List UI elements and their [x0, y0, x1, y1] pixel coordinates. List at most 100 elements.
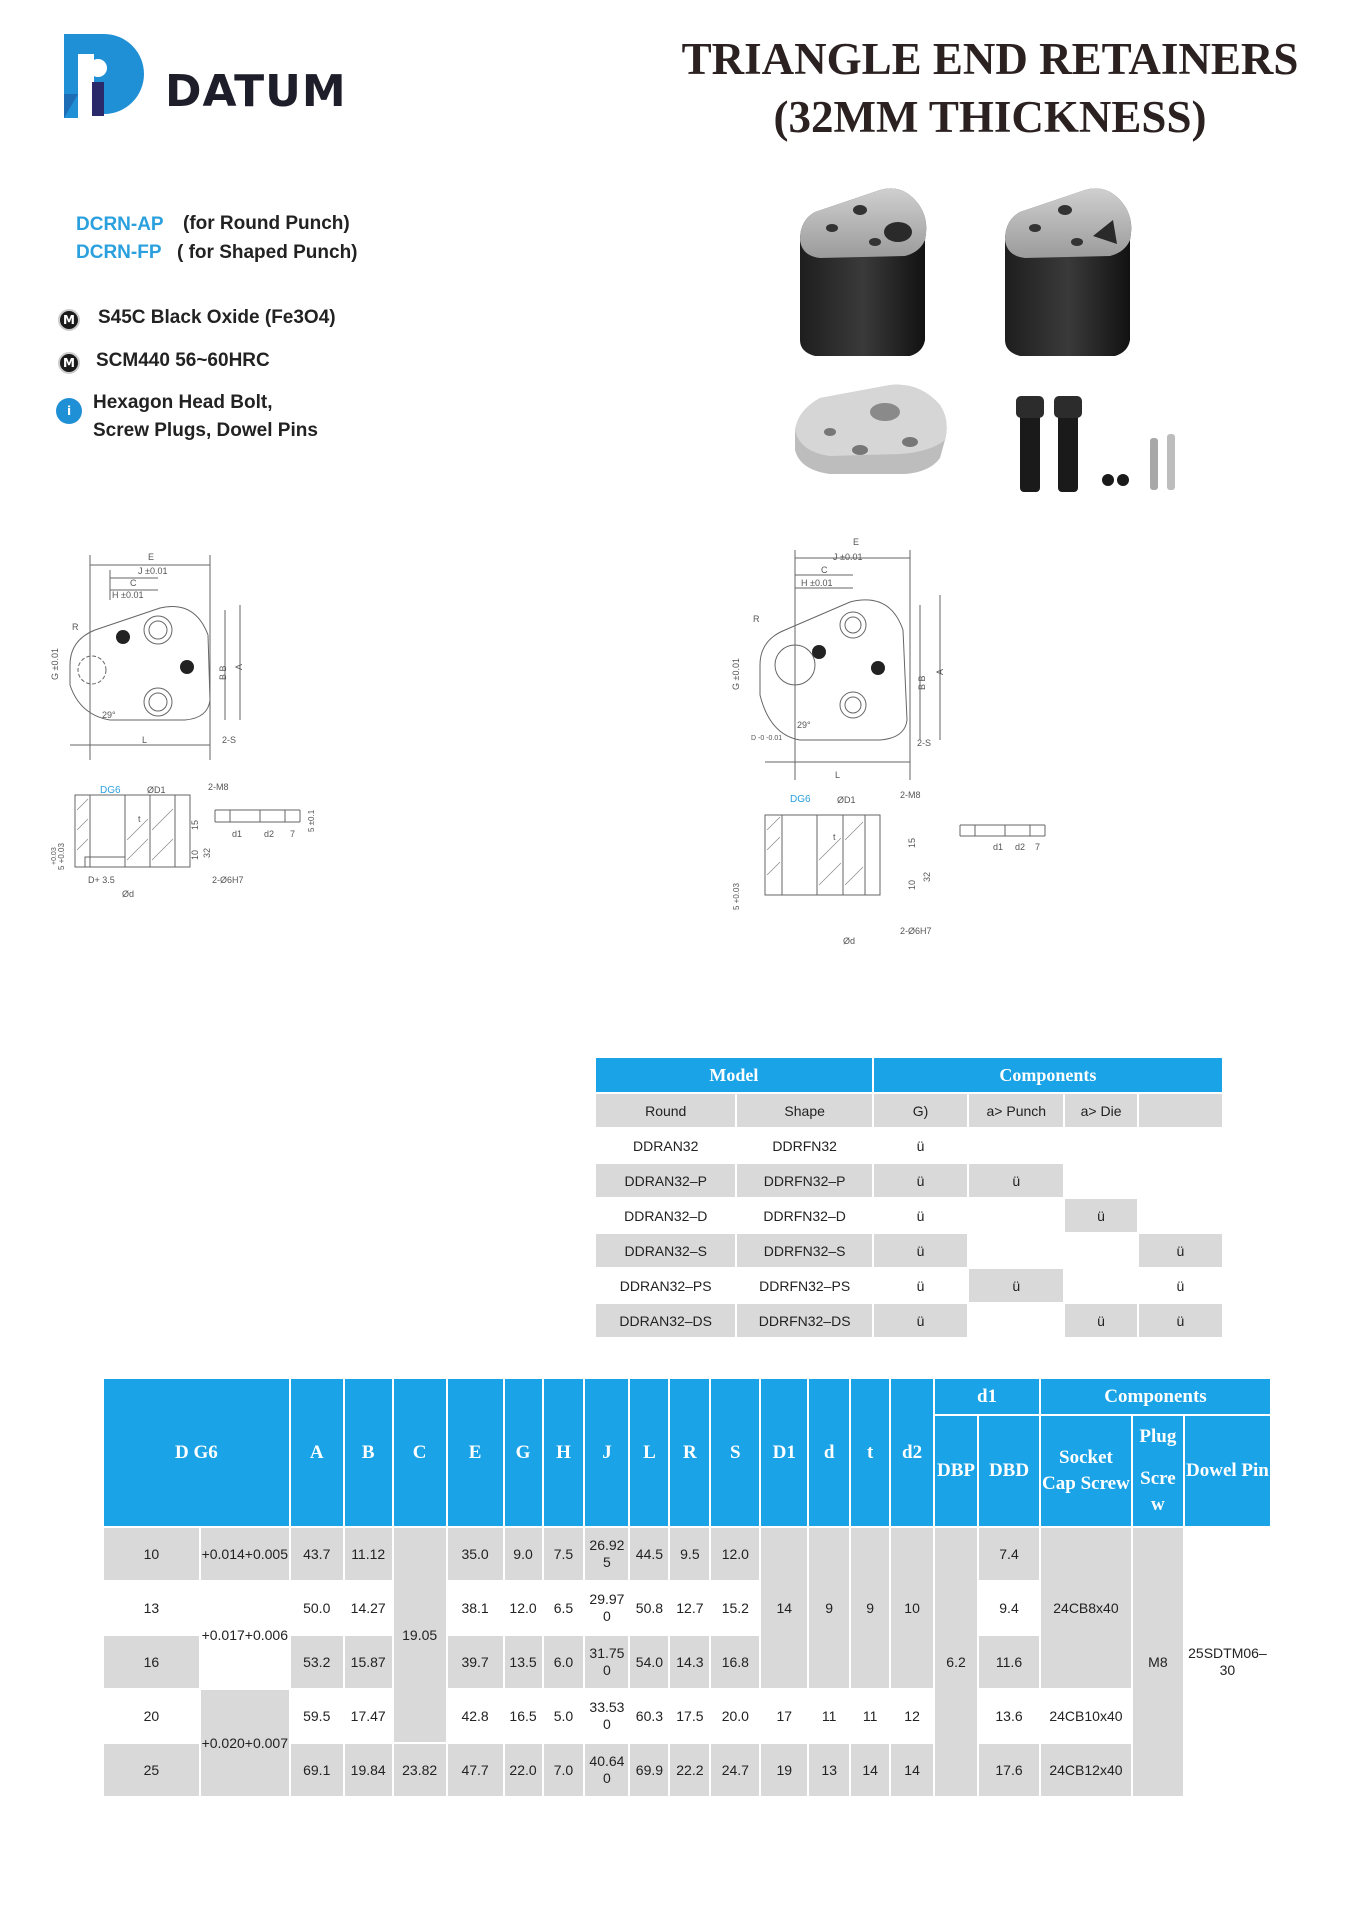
cell-J-2: 0: [603, 1716, 611, 1732]
col-L: L: [630, 1379, 669, 1526]
cell: DDRAN32: [633, 1137, 699, 1154]
dim-15: 15: [907, 838, 917, 848]
dim-dowel: 2-Ø6H7: [212, 875, 244, 885]
drawing-shaped: E J ±0.01 C H ±0.01 G ±0.01 R B B A 29° …: [731, 537, 1046, 946]
cell: ü: [1138, 1234, 1222, 1267]
col-round: Round: [596, 1094, 736, 1127]
cell-J-2: 0: [603, 1608, 611, 1624]
dim-J: J ±0.01: [833, 552, 862, 562]
table-row: DDRAN32–PS DDRFN32–PS ü ü ü: [596, 1269, 1222, 1302]
col-punch: a> Punch: [969, 1094, 1064, 1127]
col-t: t: [851, 1379, 890, 1526]
cell-socket: 24CB8x40: [1040, 1528, 1131, 1688]
dim-J: J ±0.01: [138, 566, 167, 576]
type-code-fp: DCRN-FP: [76, 242, 162, 263]
cell: [1065, 1164, 1136, 1197]
dim-d2: d2: [264, 829, 274, 839]
cell-G: 13.5: [504, 1636, 542, 1688]
cell: DDRFN32–S: [737, 1234, 872, 1267]
cell-S: 12.0: [711, 1528, 760, 1580]
cell: [969, 1199, 1063, 1232]
cell-dowel-1: 25SDTM06–: [1188, 1645, 1267, 1661]
dim-H: H ±0.01: [801, 578, 832, 588]
dim-d: Ød: [843, 936, 855, 946]
cell-H: 5.0: [553, 1707, 574, 1724]
dim-32: 32: [202, 848, 212, 858]
cell-E: 38.1: [461, 1599, 489, 1616]
cell-L: 54.0: [630, 1636, 669, 1688]
cell-d2: 10: [891, 1528, 934, 1688]
dim-DG6: DG6: [100, 785, 121, 796]
cell: ü: [873, 1304, 968, 1337]
col-d2: d2: [891, 1379, 934, 1526]
cell-S: 15.2: [721, 1599, 749, 1616]
dim-t: t: [138, 814, 141, 824]
dim-tol: +0.03: [51, 847, 58, 865]
feature-accessories-line-1: Hexagon Head Bolt,: [93, 392, 273, 413]
cell-t: 11: [862, 1707, 878, 1724]
cell-B: 17.47: [350, 1707, 386, 1724]
cell: [1139, 1129, 1222, 1162]
col-R: R: [670, 1379, 710, 1526]
cell-B: 14.27: [350, 1599, 386, 1616]
cell: ü: [916, 1277, 925, 1294]
cell: [1065, 1234, 1136, 1267]
cell-DBD: 7.4: [979, 1528, 1039, 1580]
cell-dowel: 25SDTM06–30: [1185, 1528, 1270, 1796]
cell: [1139, 1164, 1222, 1197]
cell: [1065, 1129, 1136, 1162]
cell-R: 17.5: [676, 1707, 704, 1724]
cell-C: 19.05: [393, 1528, 446, 1742]
dim-E: E: [853, 537, 859, 547]
cell-L: 69.9: [630, 1744, 669, 1796]
title-line-1: TRIANGLE END RETAINERS: [681, 34, 1299, 84]
cell-t: 9: [851, 1528, 890, 1688]
cell-G: 12.0: [509, 1599, 537, 1616]
cell-S: 16.8: [711, 1636, 760, 1688]
cell-H: 7.5: [543, 1528, 584, 1580]
cell-J-1: 26.92: [589, 1537, 625, 1553]
col-B: B: [344, 1379, 392, 1526]
cell-D1: 19: [761, 1744, 808, 1796]
dim-angle: 29°: [102, 710, 116, 720]
cell-B: 15.87: [344, 1636, 392, 1688]
feature-accessories: Hexagon Head Bolt, Screw Plugs, Dowel Pi…: [93, 389, 318, 445]
col-dbp: DBP: [935, 1416, 978, 1526]
cell-R: 9.5: [670, 1528, 710, 1580]
cell-D: 10: [104, 1528, 199, 1580]
title-line-2: (32MM THICKNESS): [773, 92, 1207, 142]
cell-G: 16.5: [509, 1707, 537, 1724]
dim-L: L: [835, 770, 840, 780]
cell-A: 43.7: [290, 1528, 343, 1580]
cell-d2: 12: [904, 1707, 920, 1724]
dim-5: 5 +0.03: [732, 883, 741, 910]
feature-hardness: SCM440 56~60HRC: [96, 350, 270, 371]
type-code-ap: DCRN-AP: [76, 214, 164, 235]
col-C: C: [393, 1379, 446, 1526]
cell-L: 44.5: [630, 1528, 669, 1580]
cell: ü: [873, 1164, 968, 1197]
cell-DBD: 13.6: [995, 1707, 1023, 1724]
cell-B: 11.12: [344, 1528, 392, 1580]
cell-plug: M8: [1132, 1528, 1183, 1796]
cell-D1: 14: [761, 1528, 808, 1688]
cell-dowel-2: 30: [1219, 1662, 1236, 1678]
material-icon: M: [58, 352, 80, 374]
cell-D1: 17: [776, 1707, 793, 1724]
brand-name: DATUM: [165, 66, 347, 117]
page-title: TRIANGLE END RETAINERS (32MM THICKNESS): [640, 30, 1340, 146]
cell-D: 13: [143, 1599, 160, 1616]
cell-A: 59.5: [303, 1707, 331, 1724]
type-desc-ap: (for Round Punch): [183, 213, 350, 234]
cell: DDRFN32: [772, 1137, 837, 1154]
col-J: J: [585, 1379, 629, 1526]
datum-logo-icon: [64, 34, 144, 118]
cell-A: 53.2: [290, 1636, 343, 1688]
dim-C: C: [821, 565, 828, 575]
cell: DDRAN32–S: [596, 1234, 736, 1267]
dim-7: 7: [1035, 842, 1040, 852]
cell-E: 47.7: [447, 1744, 503, 1796]
